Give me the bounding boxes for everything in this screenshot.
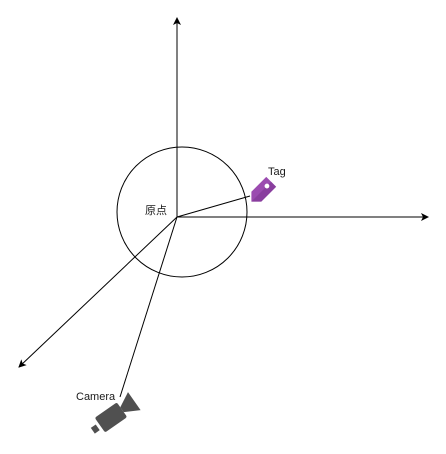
- axis-z: [18, 216, 178, 368]
- reference-circle: [116, 146, 248, 278]
- origin-to-tag-line: [176, 195, 251, 218]
- tag-label: Tag: [268, 166, 286, 178]
- video-camera-icon: [90, 392, 141, 434]
- tag-icon: [251, 176, 277, 202]
- camera-label: Camera: [76, 391, 116, 403]
- origin-to-camera-line: [119, 216, 178, 398]
- origin-label: 原点: [145, 204, 167, 217]
